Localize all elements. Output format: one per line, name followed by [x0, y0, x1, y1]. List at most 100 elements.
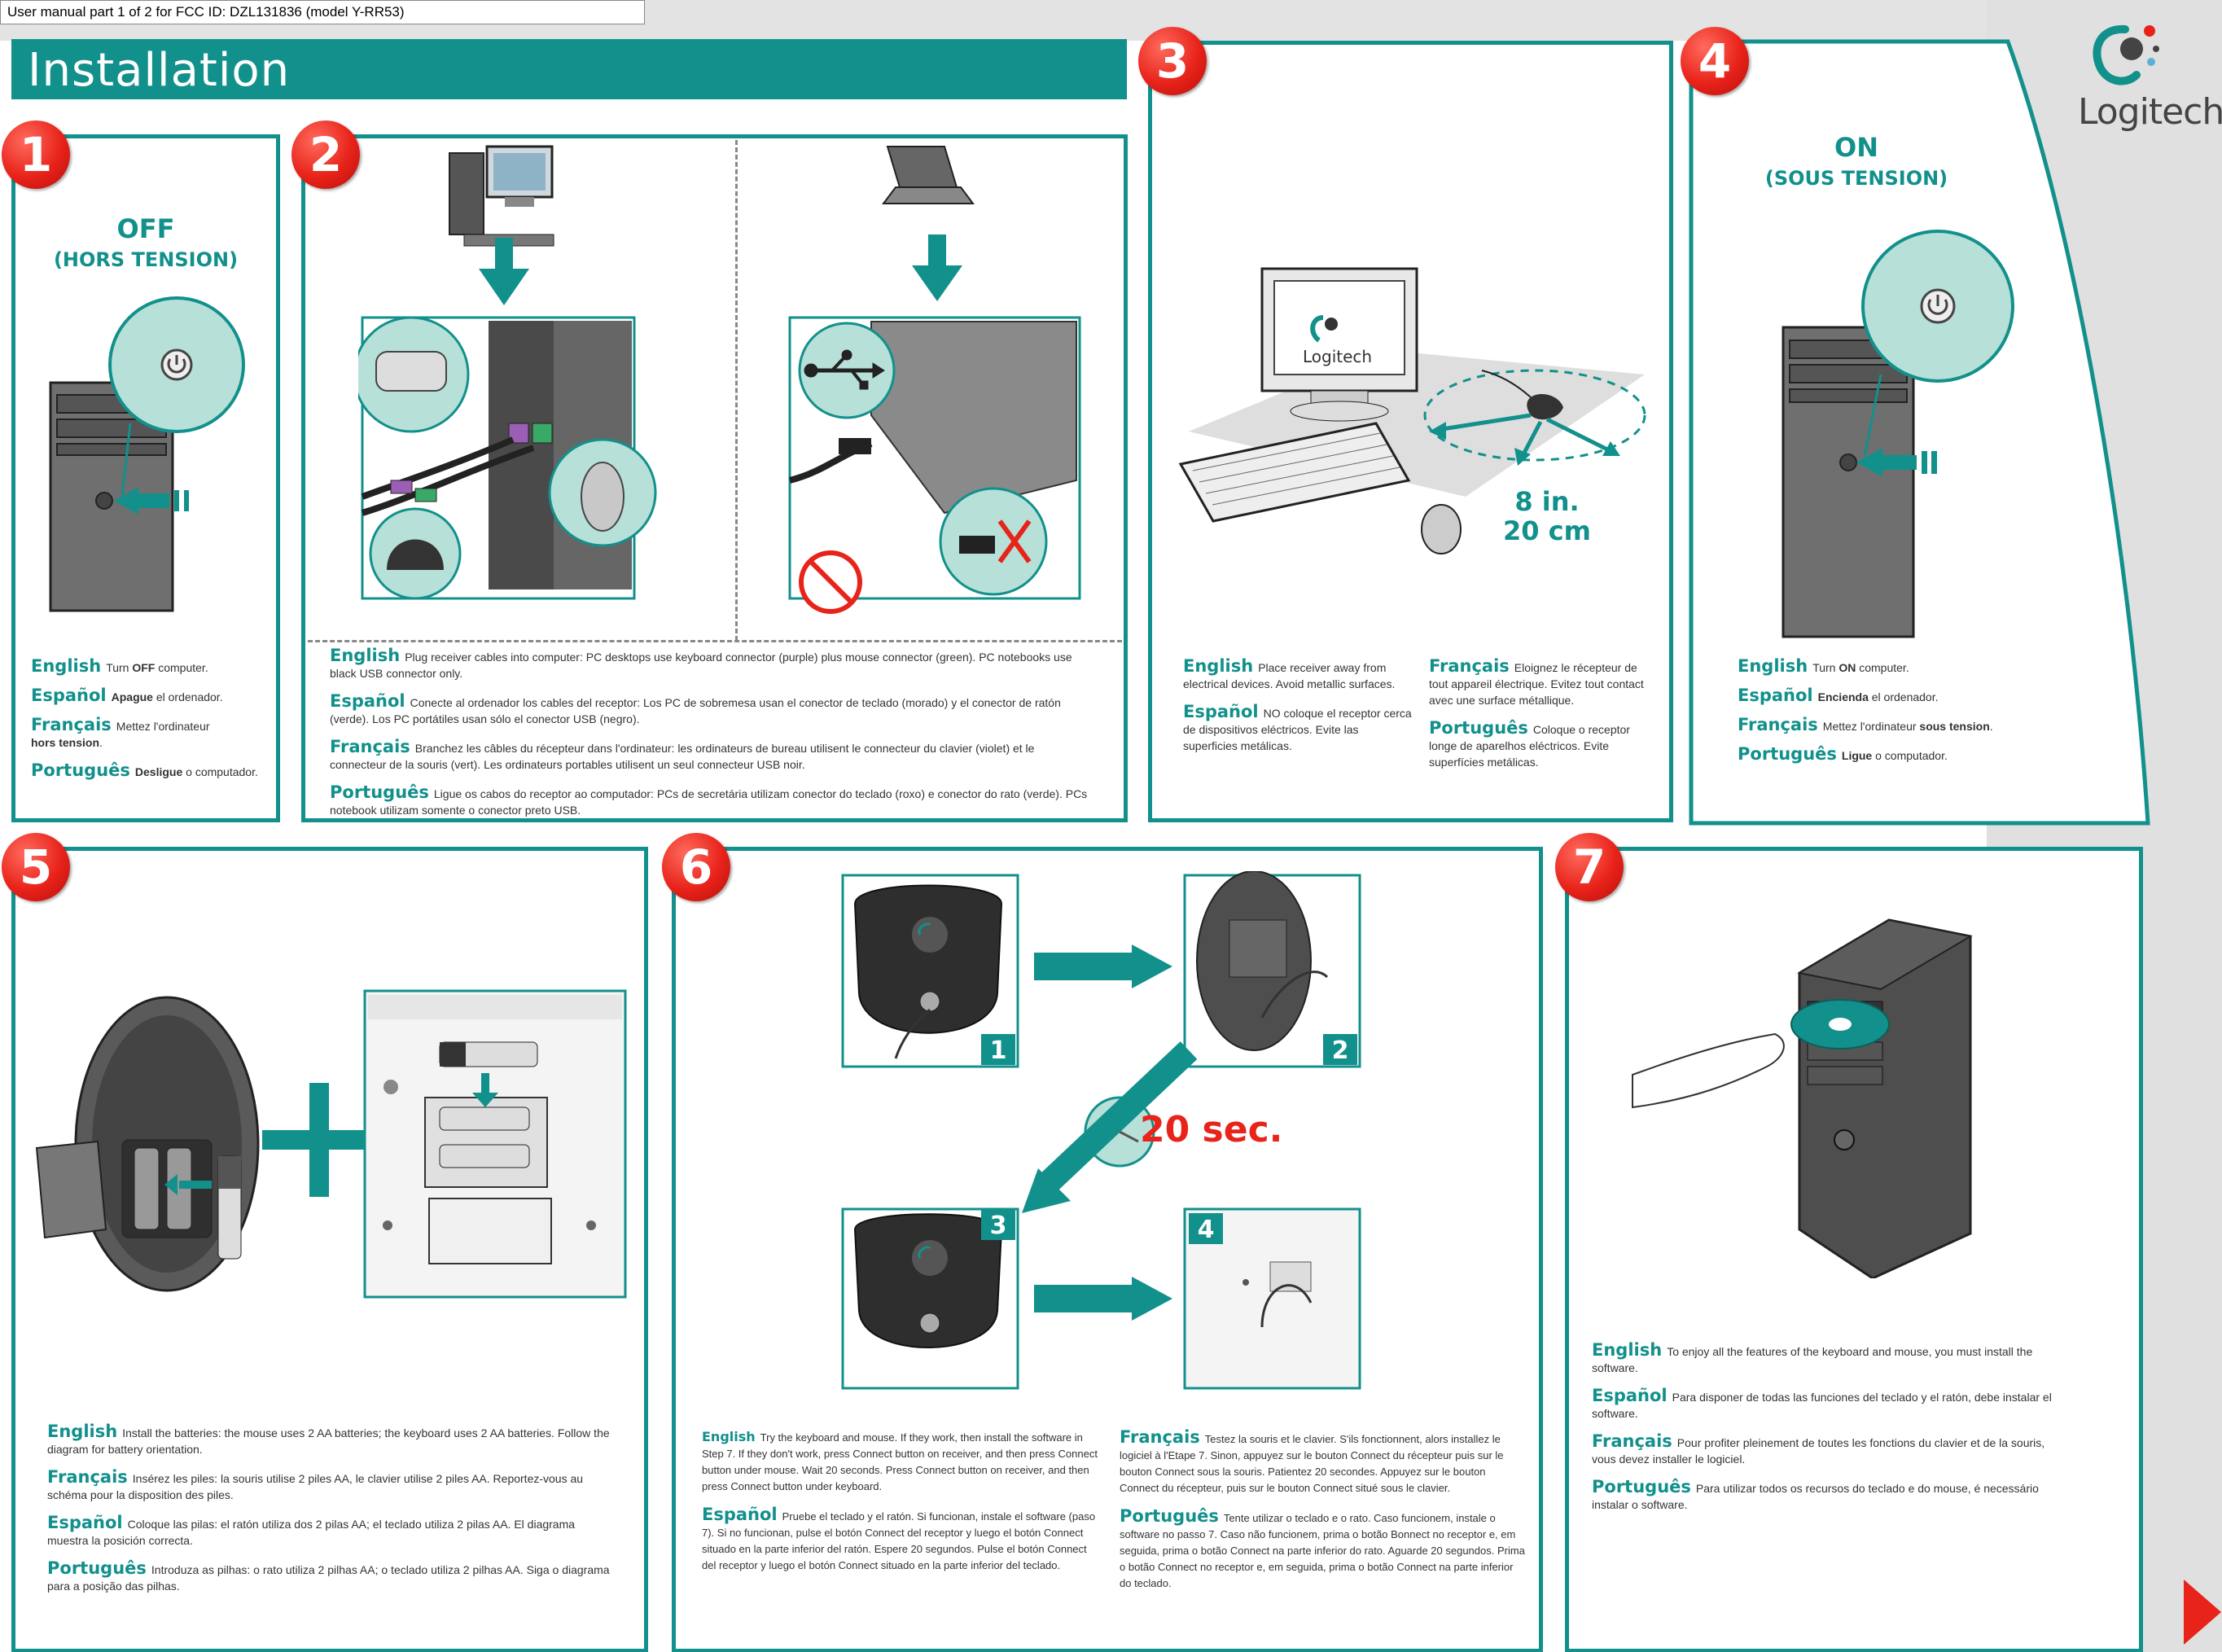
desktop-pc-illustration [358, 145, 657, 600]
text: Turn [1812, 661, 1839, 674]
page-title: Installation [28, 44, 291, 97]
step-1-status-fr: (HORS TENSION) [53, 248, 239, 271]
step-6-pt: Tente utilizar o teclado e o rato. Caso … [1120, 1512, 1525, 1589]
timer-label: 20 sec. [1140, 1109, 1283, 1150]
text-bold: Encienda [1817, 690, 1869, 703]
lang-label: English [31, 656, 102, 676]
title-bar: Installation [11, 39, 1127, 99]
text: . [99, 736, 103, 749]
lang-label: Español [47, 1513, 123, 1532]
distance-cm: 20 cm [1503, 515, 1591, 546]
lang-label: Português [1120, 1506, 1219, 1526]
software-install-illustration [1632, 918, 1973, 1278]
lang-label: Français [47, 1467, 128, 1487]
step-2-divider-h [308, 640, 1122, 642]
step-7-fr: Pour profiter pleinement de toutes les f… [1592, 1436, 2045, 1466]
text: el ordenador. [1868, 690, 1939, 703]
lang-label: Português [31, 760, 130, 780]
text-bold: Apague [111, 690, 153, 703]
step-2-pt: Ligue os cabos do receptor ao computador… [330, 787, 1088, 817]
lang-label: Español [31, 686, 107, 705]
workspace-illustration: Logitech [1178, 267, 1646, 554]
substep-4-label: 4 [1198, 1216, 1215, 1244]
step-5-badge: 5 [2, 833, 70, 901]
step-2-es: Conecte al ordenador los cables del rece… [330, 696, 1061, 725]
text-bold: OFF [132, 661, 156, 674]
text: el ordenador. [152, 690, 223, 703]
step-4-badge: 4 [1681, 27, 1749, 95]
step-6-en: Try the keyboard and mouse. If they work… [702, 1431, 1098, 1492]
notebook-pc-illustration [788, 146, 1081, 614]
step-7-pt: Para utilizar todos os recursos do tecla… [1592, 1482, 2039, 1511]
step-4-status-fr: (SOUS TENSION) [1764, 167, 1948, 190]
lang-label: Português [1738, 744, 1837, 764]
lang-label: Français [1738, 715, 1818, 734]
text: Mettez l'ordinateur [116, 720, 210, 733]
header-note: User manual part 1 of 2 for FCC ID: DZL1… [0, 0, 645, 24]
lang-label: Português [1592, 1477, 1691, 1496]
step-3-en: Place receiver away from electrical devi… [1183, 661, 1396, 690]
text: computer. [1856, 661, 1909, 674]
substep-1-label: 1 [990, 1036, 1007, 1065]
lang-label: Français [31, 715, 112, 734]
substep-3-label: 3 [990, 1212, 1007, 1240]
step-5-fr: Insérez les piles: la souris utilise 2 p… [47, 1472, 584, 1501]
step-7-en: To enjoy all the features of the keyboar… [1592, 1345, 2033, 1374]
step-2-badge: 2 [291, 121, 360, 189]
lang-label: English [1738, 656, 1808, 676]
text: o computador. [182, 765, 258, 778]
step-3-pt: Coloque o receptor longe de aparelhos el… [1429, 723, 1630, 769]
step-7-es: Para disponer de todas las funciones del… [1592, 1391, 2052, 1420]
computer-tower-off-illustration [49, 296, 245, 612]
logo-wordmark: Logitech [2078, 91, 2222, 133]
lang-label: Português [330, 782, 429, 802]
lang-label: Français [1592, 1431, 1672, 1451]
step-2-en: Plug receiver cables into computer: PC d… [330, 651, 1072, 680]
step-3-es: NO coloque el receptor cerca de disposit… [1183, 707, 1412, 752]
lang-label: English [1592, 1340, 1663, 1360]
lang-label: English [330, 646, 401, 665]
lang-label: Português [47, 1558, 147, 1578]
text-bold: sous tension [1919, 720, 1990, 733]
substep-2-label: 2 [1332, 1036, 1349, 1065]
text: Turn [106, 661, 133, 674]
next-page-arrow-icon[interactable] [2184, 1580, 2221, 1645]
text: computer. [155, 661, 208, 674]
lang-label: English [47, 1422, 118, 1441]
step-5-en: Install the batteries: the mouse uses 2 … [47, 1426, 610, 1456]
lang-label: Español [702, 1505, 778, 1524]
step-6-badge: 6 [662, 833, 730, 901]
step-3-badge: 3 [1138, 27, 1207, 95]
lang-label: Português [1429, 718, 1528, 738]
monitor-logo: Logitech [1303, 347, 1372, 366]
step-5-es: Coloque las pilas: el ratón utiliza dos … [47, 1518, 576, 1547]
lang-label: English [702, 1429, 756, 1444]
text-bold: Ligue [1841, 749, 1873, 762]
logitech-logo-icon [2093, 24, 2159, 85]
connect-sequence-illustration: 1 2 3 4 [841, 871, 1361, 1390]
step-5-pt: Introduza as pilhas: o rato utiliza 2 pi… [47, 1563, 610, 1593]
step-6-panel [672, 847, 1543, 1652]
battery-install-illustration [35, 989, 627, 1299]
step-2-fr: Branchez les câbles du récepteur dans l'… [330, 742, 1035, 771]
step-2-divider [735, 140, 738, 641]
text: o computador. [1872, 749, 1948, 762]
lang-label: Español [1738, 686, 1813, 705]
lang-label: Español [1183, 702, 1259, 721]
step-6-fr: Testez la souris et le clavier. S'ils fo… [1120, 1433, 1504, 1494]
step-1-status: OFF [116, 213, 175, 244]
text: . [1989, 720, 1993, 733]
step-1-badge: 1 [2, 121, 70, 189]
lang-label: Español [330, 691, 405, 711]
step-7-badge: 7 [1555, 833, 1624, 901]
distance-inches: 8 in. [1514, 486, 1580, 517]
